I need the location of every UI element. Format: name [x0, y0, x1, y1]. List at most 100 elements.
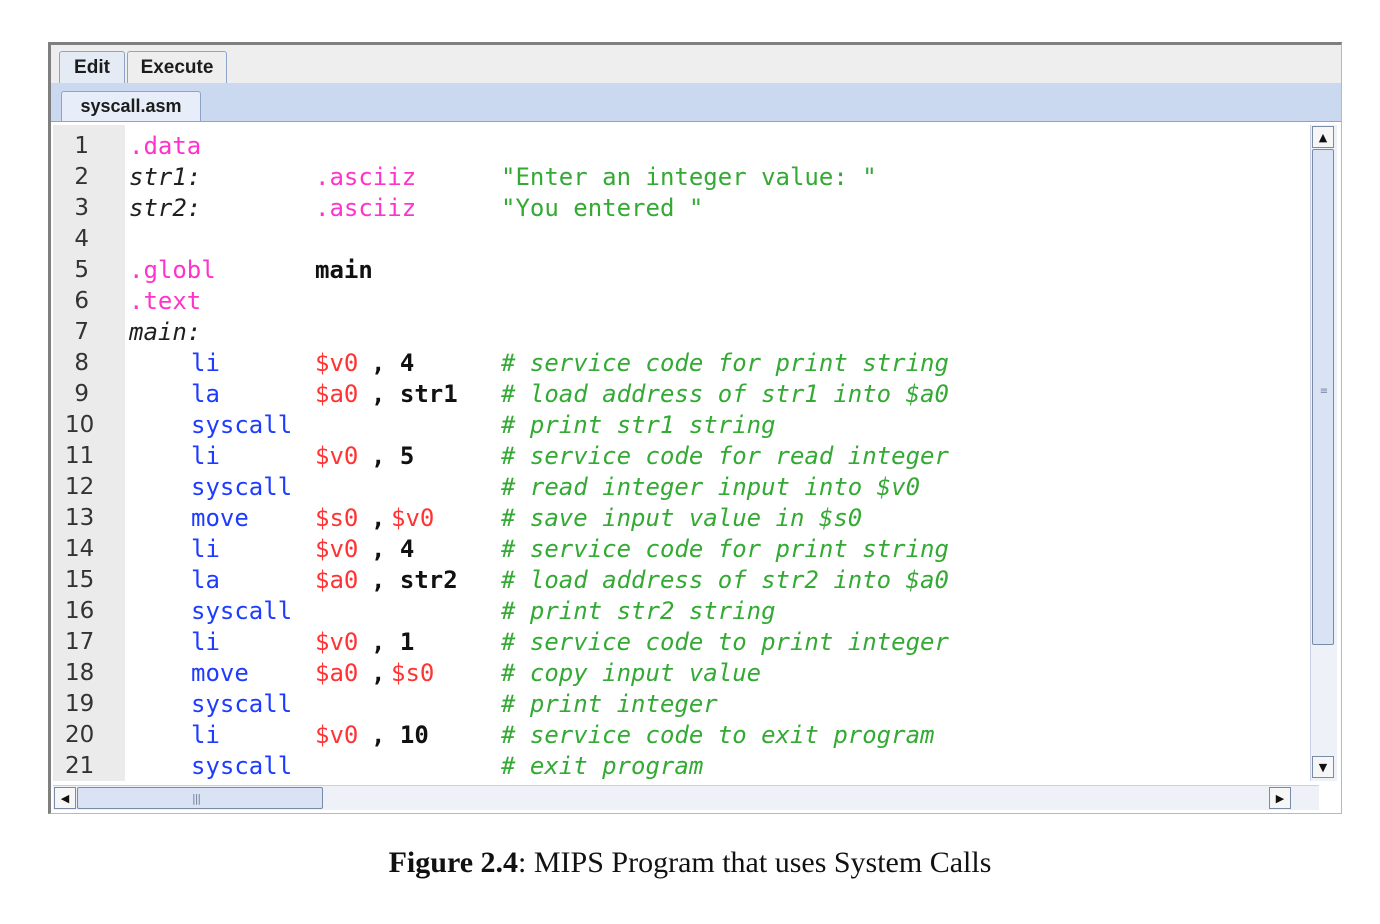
- line-number: 1: [53, 131, 125, 162]
- code-token-cmt: # print str2 string: [501, 597, 776, 625]
- line-number: 21: [53, 751, 125, 781]
- code-token-dir: .asciiz: [315, 194, 417, 222]
- line-number-text: 20: [65, 722, 95, 748]
- code-token-reg: $v0: [315, 535, 359, 563]
- code-token-ident: , 1: [371, 628, 415, 656]
- code-token-ident: , 5: [371, 442, 415, 470]
- line-number: 18: [53, 658, 125, 689]
- code-token-reg: $v0: [315, 628, 359, 656]
- code-token-cmt: # service code to exit program: [501, 721, 935, 749]
- code-token-cmt: # copy input value: [501, 659, 762, 687]
- line-number: 9: [53, 379, 125, 410]
- code-line[interactable]: 14 li $v0 , 4 # service code for print strin…: [53, 534, 1293, 565]
- line-number-text: 14: [65, 536, 95, 562]
- code-token-reg: $a0: [315, 380, 359, 408]
- code-token-ins: move: [191, 504, 249, 532]
- scroll-up-arrow-icon[interactable]: ▲: [1312, 126, 1334, 148]
- code-line[interactable]: 4: [53, 224, 1293, 255]
- code-line[interactable]: 12 syscall # read integer input into $v0: [53, 472, 1293, 503]
- code-line[interactable]: 6 .text: [53, 286, 1293, 317]
- main-tab-bar: Edit Execute: [51, 45, 1341, 84]
- file-tab-bar: syscall.asm: [51, 83, 1341, 122]
- line-number-text: 8: [74, 350, 89, 376]
- code-token-ident: ,: [371, 504, 386, 532]
- code-token-ident: ,: [371, 659, 386, 687]
- line-number: 2: [53, 162, 125, 193]
- line-number-text: 1: [74, 133, 89, 159]
- code-line[interactable]: 19 syscall # print integer: [53, 689, 1293, 720]
- line-number-gutter: [53, 125, 125, 781]
- code-token-ins: la: [191, 566, 220, 594]
- line-number: 10: [53, 410, 125, 441]
- code-token-cmt: # print integer: [501, 690, 718, 718]
- code-token-ins: syscall: [191, 473, 293, 501]
- code-token-reg: $a0: [315, 659, 359, 687]
- line-number-text: 7: [74, 319, 89, 345]
- line-number-text: 18: [65, 660, 95, 686]
- scroll-right-arrow-icon[interactable]: ▶: [1269, 787, 1291, 809]
- line-number-text: 17: [65, 629, 95, 655]
- code-token-ident: , str1: [371, 380, 458, 408]
- horizontal-scroll-thumb[interactable]: |||: [77, 787, 323, 809]
- line-number-text: 12: [65, 474, 95, 500]
- code-token-cmt: # load address of str1 into $a0: [501, 380, 949, 408]
- code-token-ins: li: [191, 721, 220, 749]
- line-number: 19: [53, 689, 125, 720]
- line-number-text: 6: [74, 288, 89, 314]
- code-token-cmt: # load address of str2 into $a0: [501, 566, 949, 594]
- line-number-text: 11: [65, 443, 95, 469]
- line-number: 4: [53, 224, 125, 255]
- line-number-text: 4: [74, 226, 89, 252]
- line-number-text: 10: [65, 412, 95, 438]
- code-line[interactable]: 1.data: [53, 131, 1293, 162]
- code-token-dir: .globl: [129, 256, 216, 284]
- horizontal-scrollbar[interactable]: ◀ ||| ▶: [53, 785, 1319, 810]
- line-number: 6: [53, 286, 125, 317]
- vertical-scrollbar[interactable]: ▲ ≡ ▼: [1310, 125, 1337, 781]
- code-token-ident: , str2: [371, 566, 458, 594]
- code-token-cmt: # read integer input into $v0: [501, 473, 921, 501]
- code-token-ident: , 10: [371, 721, 429, 749]
- code-token-cmt: # service code for print string: [501, 535, 949, 563]
- scroll-down-arrow-icon[interactable]: ▼: [1312, 756, 1334, 778]
- figure-caption: Figure 2.4: MIPS Program that uses Syste…: [0, 846, 1380, 880]
- code-token-ins: syscall: [191, 690, 293, 718]
- code-line[interactable]: 20 li $v0 , 10 # service code to exit progra…: [53, 720, 1293, 751]
- code-token-dir: .asciiz: [315, 163, 417, 191]
- code-token-lbl: str1:: [129, 163, 202, 191]
- line-number: 17: [53, 627, 125, 658]
- line-number: 3: [53, 193, 125, 224]
- code-token-ins: syscall: [191, 752, 293, 780]
- code-token-ins: li: [191, 535, 220, 563]
- tab-execute[interactable]: Execute: [127, 51, 227, 83]
- vertical-scroll-thumb[interactable]: ≡: [1312, 149, 1334, 645]
- file-tab-syscall[interactable]: syscall.asm: [61, 91, 201, 121]
- line-number: 8: [53, 348, 125, 379]
- scroll-left-arrow-icon[interactable]: ◀: [54, 787, 76, 809]
- line-number: 13: [53, 503, 125, 534]
- code-token-reg: $v0: [315, 721, 359, 749]
- line-number-text: 15: [65, 567, 95, 593]
- code-token-ins: li: [191, 442, 220, 470]
- tab-edit[interactable]: Edit: [59, 51, 125, 84]
- line-number-text: 19: [65, 691, 95, 717]
- code-token-ins: syscall: [191, 411, 293, 439]
- code-token-ident: , 4: [371, 535, 415, 563]
- code-token-dir: .text: [129, 287, 202, 315]
